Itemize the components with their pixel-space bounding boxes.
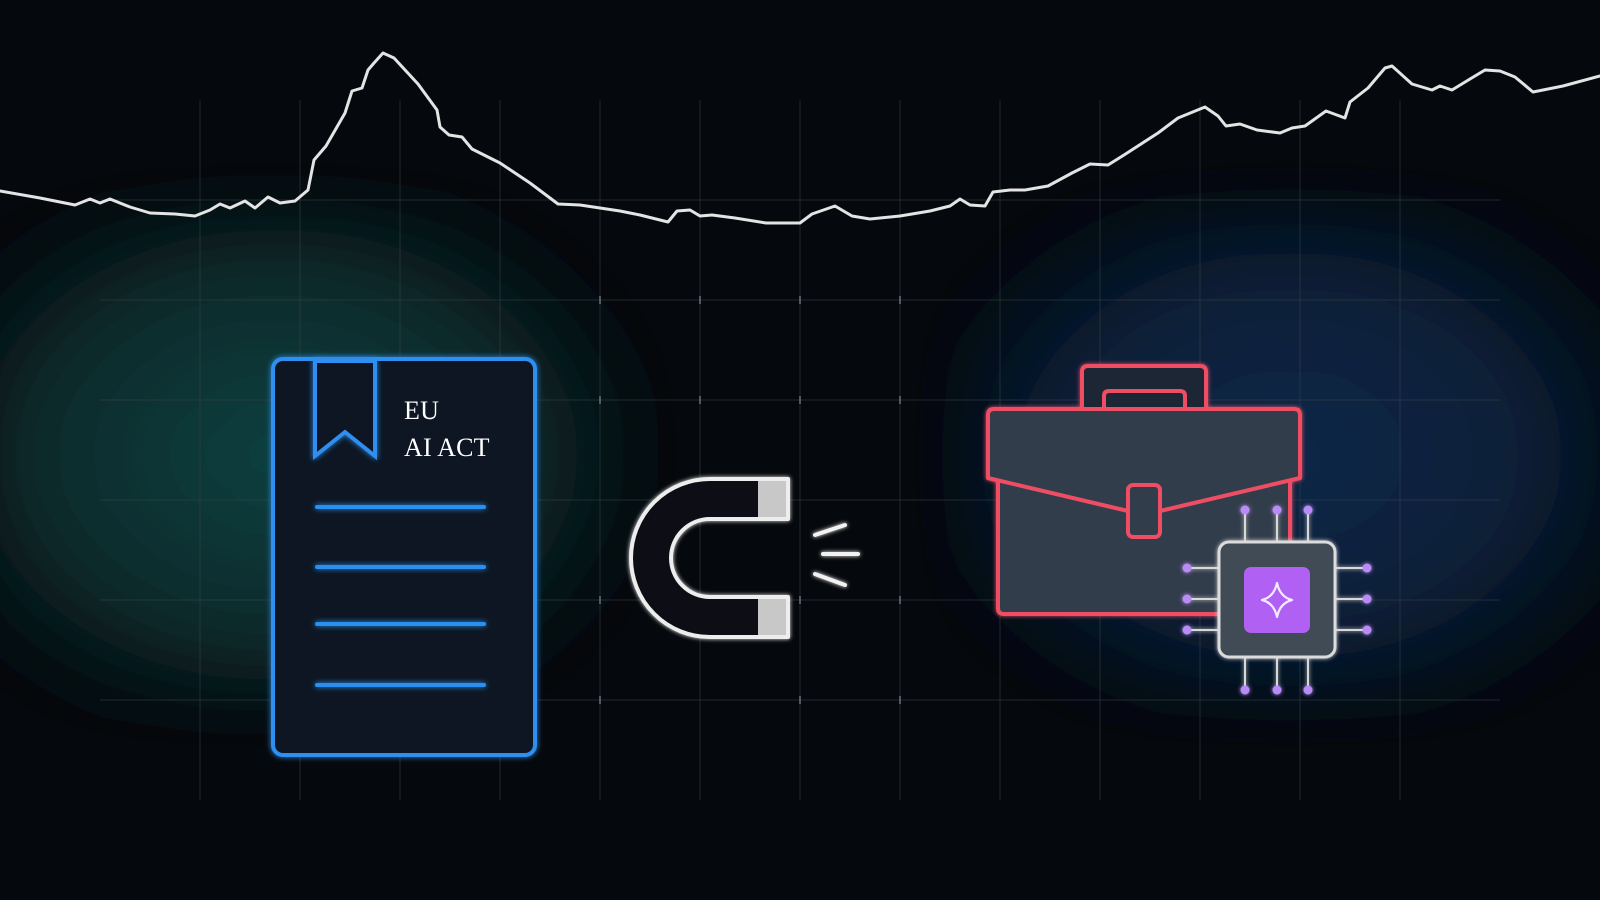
grid-tick-marks (599, 296, 901, 704)
magnet-force-lines (813, 523, 860, 587)
document-bookmark-icon: EU AI ACT (271, 357, 537, 757)
chip-core (1244, 567, 1310, 633)
document-title-line2: AI ACT (404, 433, 490, 462)
briefcase-icon (986, 364, 1302, 616)
chip-pin-dots (1182, 505, 1372, 695)
trend-line (0, 51, 1600, 225)
magnet-pole-top (758, 481, 786, 517)
briefcase-clasp (1126, 483, 1162, 539)
ai-chip-icon (1182, 505, 1372, 695)
document-body (271, 357, 537, 757)
document-text-lines (315, 505, 486, 687)
magnet-body (629, 477, 790, 639)
document-title-line1: EU (404, 396, 439, 425)
sparkle-icon (1260, 581, 1294, 619)
magnet-pole-bottom (758, 599, 786, 635)
magnet-icon (629, 477, 860, 639)
briefcase-handle-inner (1102, 389, 1187, 410)
document-bookmark (313, 359, 377, 461)
chip-pins (1189, 512, 1365, 688)
